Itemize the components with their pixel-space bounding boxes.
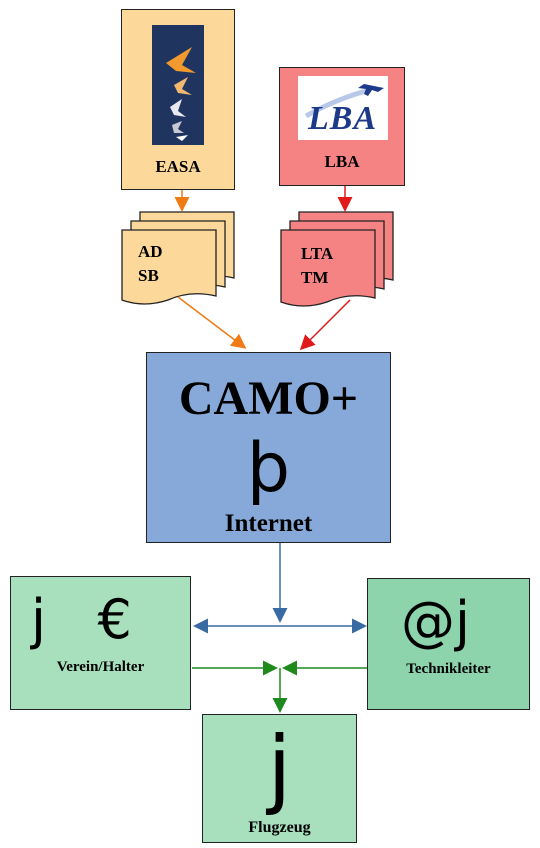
easa-docs-line1: AD: [138, 242, 163, 261]
verein-symbols: j €: [31, 588, 132, 651]
technikleiter-box: @j Technikleiter: [367, 578, 530, 710]
lba-docs-text: LTA TM: [301, 242, 333, 290]
easa-logo: [152, 25, 204, 145]
easa-docs-text: AD SB: [138, 240, 163, 288]
lba-logo: LBA: [298, 76, 388, 140]
easa-stars-icon: [166, 47, 196, 141]
flugzeug-label: Flugzeug: [248, 819, 311, 836]
lba-docs-line2: TM: [301, 268, 329, 287]
camo-title: CAMO+: [178, 372, 359, 425]
flugzeug-box: j Flugzeug: [202, 714, 357, 843]
easa-label: EASA: [155, 157, 201, 176]
camo-box: CAMO+ þ Internet: [146, 352, 391, 543]
lba-doc-stack-icon: [280, 211, 394, 307]
lba-airplane-icon: [304, 84, 384, 119]
verein-label: Verein/Halter: [56, 659, 145, 675]
easa-docs-line2: SB: [138, 266, 159, 285]
easa-box: EASA: [121, 9, 235, 190]
easa-doc-stack-icon: [121, 211, 235, 305]
verein-halter-box: j € Verein/Halter: [10, 576, 191, 710]
lba-logo-text: LBA: [308, 100, 378, 137]
arrow-lbadocs-camo: [299, 299, 351, 351]
techniker-symbols: @j: [401, 590, 471, 653]
lba-label: LBA: [324, 152, 360, 171]
techniker-label: Technikleiter: [406, 661, 491, 677]
lba-docs-line1: LTA: [301, 244, 334, 263]
lba-box: LBA LBA: [279, 67, 405, 186]
camo-subtitle: Internet: [224, 510, 313, 537]
camo-symbol: þ: [246, 429, 291, 508]
arrow-easadocs-camo: [177, 296, 247, 349]
flugzeug-symbol: j: [267, 718, 292, 818]
